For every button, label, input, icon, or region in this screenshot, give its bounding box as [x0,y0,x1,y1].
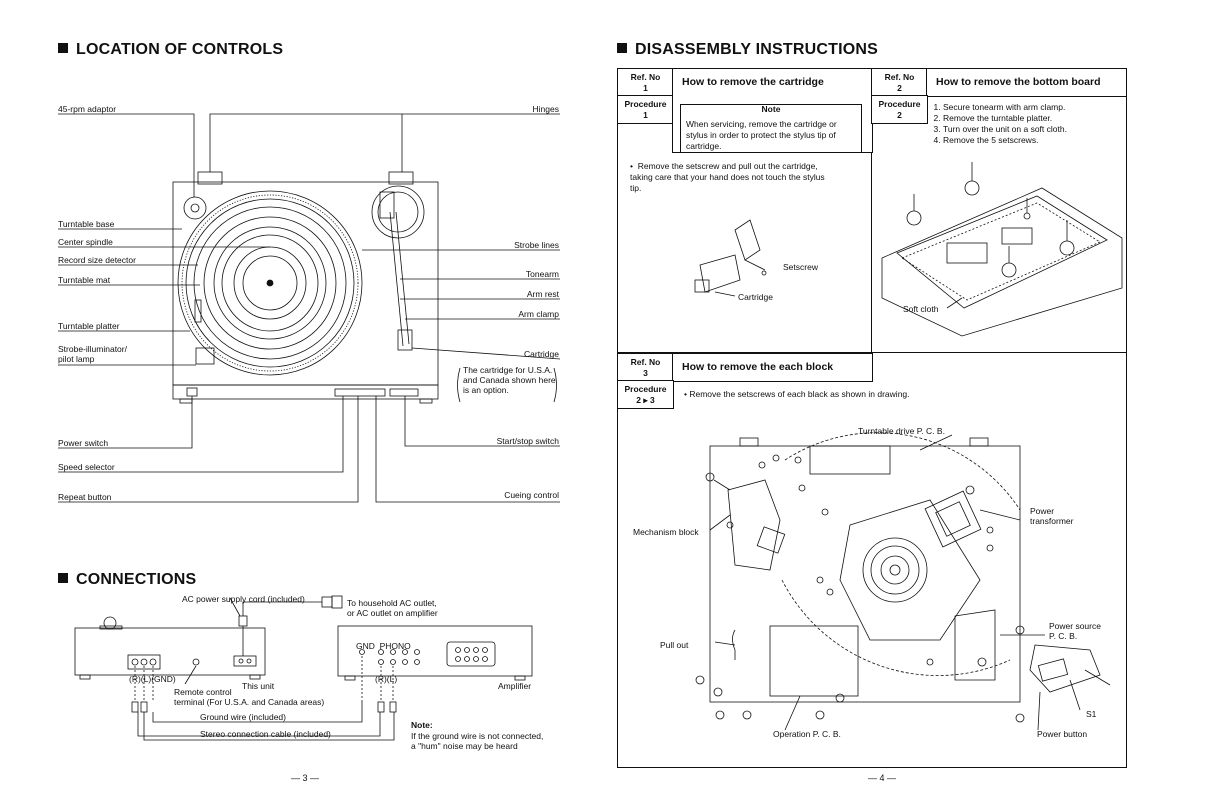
ref2-step-2: Remove the turntable platter. [943,113,1120,124]
ref1-note-title: Note [761,104,781,114]
block-disassembly-drawing [695,432,1111,731]
cartridge-option-note: The cartridge for U.S.A. and Canada show… [463,365,556,395]
ground-wire-label: Ground wire (included) [200,712,286,722]
ref2-procedure-cell: Procedure 2 [871,95,928,124]
label-start-stop-switch: Start/stop switch [496,436,559,446]
stereo-cable-label: Stereo connection cable (included) [200,729,331,739]
remote-terminal-label: Remote control terminal (For U.S.A. and … [174,687,325,707]
label-cartridge: Cartridge [524,349,559,359]
amplifier-label: Amplifier [498,681,532,691]
label-turntable-base: Turntable base [58,219,115,229]
ref3-title-cell: How to remove the each block [672,353,873,382]
s1-label: S1 [1086,709,1097,719]
ref3-procedure-label: Procedure [624,384,667,394]
ref1-procedure-label: Procedure [624,99,667,109]
ref1-procedure-number: 1 [643,110,648,120]
turntable-drive-pcb-label: Turntable drive P. C. B. [858,426,945,436]
ref2-title: How to remove the bottom board [936,76,1101,88]
ground-note-title: Note: [411,720,433,730]
ref2-step-4: Remove the 5 setscrews. [943,135,1120,146]
cartridge-drawing [694,219,767,297]
ref2-step-1: Secure tonearm with arm clamp. [943,102,1120,113]
ref2-ref-cell: Ref. No 2 [871,68,928,97]
label-arm-rest: Arm rest [526,289,559,299]
power-source-pcb-label: Power source P. C. B. [1049,621,1101,641]
label-cueing-control: Cueing control [504,490,559,500]
label-45rpm-adaptor: 45-rpm adaptor [58,104,117,114]
soft-cloth-label: Soft cloth [903,304,939,314]
label-strobe-lines: Strobe lines [514,240,559,250]
label-repeat-button: Repeat button [58,492,112,502]
ref1-procedure-cell: Procedure 1 [617,95,674,124]
amp-jacks-label: GND PHONO [356,641,411,651]
ref2-step-3: Turn over the unit on a soft cloth. [943,124,1120,135]
label-center-spindle: Center spindle [58,237,113,247]
pull-out-label: Pull out [660,640,689,650]
operation-pcb-label: Operation P. C. B. [773,729,841,739]
label-record-size-detector: Record size detector [58,255,136,265]
label-arm-clamp: Arm clamp [518,309,559,319]
label-turntable-mat: Turntable mat [58,275,111,285]
ref2-steps: Secure tonearm with arm clamp. Remove th… [930,102,1120,146]
ref1-bullet: • Remove the setscrew and pull out the c… [630,161,825,193]
ac-outlet-label: To household AC outlet, or AC outlet on … [347,598,438,618]
this-unit-label: This unit [242,681,275,691]
ref1-ref-label: Ref. No [630,72,661,82]
connections-diagram [74,595,533,741]
ref1-title-cell: How to remove the cartridge [672,68,873,97]
label-tonearm: Tonearm [525,269,559,279]
divider-vertical [871,68,872,352]
mechanism-block-label: Mechanism block [633,527,699,537]
ref2-number: 2 [897,83,902,93]
ref3-number: 3 [643,368,648,378]
ref1-number: 1 [643,83,648,93]
divider-horizontal [617,352,1126,353]
ref3-procedure-cell: Procedure 2 ▸ 3 [617,380,674,409]
ref3-bullet-text: Remove the setscrews of each black as sh… [689,389,910,399]
power-transformer-label: Power transformer [1030,506,1074,526]
power-button-label: Power button [1037,729,1088,739]
ref2-procedure-label: Procedure [878,99,921,109]
ac-cord-label: AC power supply cord (included) [182,594,305,604]
label-hinges: Hinges [532,104,559,114]
ref3-ref-cell: Ref. No 3 [617,353,674,382]
connections-heading: CONNECTIONS [58,571,196,589]
ref3-ref-label: Ref. No [630,357,661,367]
ref1-note-box: Note When servicing, remove the cartridg… [680,104,862,153]
unit-jacks-label: (R)(L)(GND) [129,674,176,684]
ground-note-text: If the ground wire is not connected, a "… [411,731,544,751]
label-speed-selector: Speed selector [58,462,115,472]
disassembly-heading: DISASSEMBLY INSTRUCTIONS [617,41,878,59]
cartridge-label-r1: Cartridge [738,292,773,302]
label-strobe-illuminator: Strobe-illuminator/ pilot lamp [58,344,127,364]
amp-rl-label: (R)(L) [375,674,398,684]
ref2-procedure-number: 2 [897,110,902,120]
bottom-board-drawing [881,162,1123,337]
ref1-ref-cell: Ref. No 1 [617,68,674,97]
ref3-title: How to remove the each block [682,361,834,373]
page-number-4: — 4 — [868,773,897,783]
ref1-note-text: When servicing, remove the cartridge or … [686,119,837,151]
label-turntable-platter: Turntable platter [58,321,120,331]
ref2-title-cell: How to remove the bottom board [926,68,1127,97]
setscrew-label: Setscrew [783,262,818,272]
ref2-ref-label: Ref. No [884,72,915,82]
ref1-title: How to remove the cartridge [682,76,824,88]
location-of-controls-heading: LOCATION OF CONTROLS [58,41,283,59]
page-number-3: — 3 — [291,773,320,783]
turntable-controls-diagram [58,113,561,503]
label-power-switch: Power switch [58,438,109,448]
ref3-bullet: • Remove the setscrews of each black as … [684,389,910,399]
ref3-procedure-number: 2 ▸ 3 [636,395,655,405]
ref1-bullet-text: Remove the setscrew and pull out the car… [630,161,825,193]
